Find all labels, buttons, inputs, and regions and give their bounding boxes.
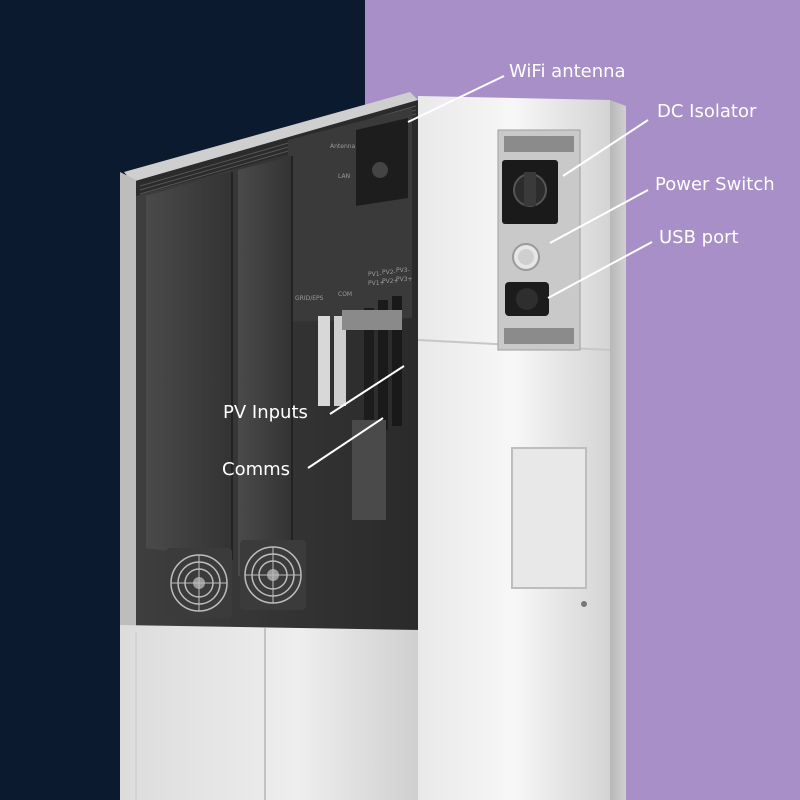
callout-comms: Comms [222,459,291,480]
left-side-frame [120,172,136,630]
handle-recess[interactable] [511,447,587,589]
board-label-pv3b: PV3+ [396,276,413,283]
side-panel [610,100,626,800]
cable-bundle [318,296,402,520]
board-label-grid-eps: GRID/EPS [295,295,324,302]
lid-top [124,92,418,182]
fan-left [166,548,232,618]
board-label-lan: LAN [338,173,350,180]
lid-vent [132,100,418,198]
antenna-connector [372,162,388,178]
board-label-pv3: PV3- [396,267,410,274]
lower-enclosure [120,625,420,800]
board-label-pv2: PV2- [382,269,396,276]
callout-wifi-antenna: WiFi antenna [509,61,626,82]
connector-block [342,310,402,330]
board-label-pv1: PV1- [368,271,382,278]
battery-module-right [238,156,292,588]
screw [581,601,587,607]
callout-usb-port: USB port [659,227,739,248]
callout-pv-inputs: PV Inputs [223,402,308,423]
wifi-antenna-housing [356,118,408,206]
board-label-antenna: Antenna [330,143,356,150]
board-label-pv1b: PV1+ [368,280,385,287]
callout-power-switch: Power Switch [655,174,775,195]
callout-dc-isolator: DC Isolator [657,101,757,122]
callout-lines [307,75,653,469]
board-label-pv2b: PV2+ [382,278,399,285]
board-label-com: COM [338,291,352,298]
fan-right [240,540,306,610]
battery-module-left [146,172,232,560]
